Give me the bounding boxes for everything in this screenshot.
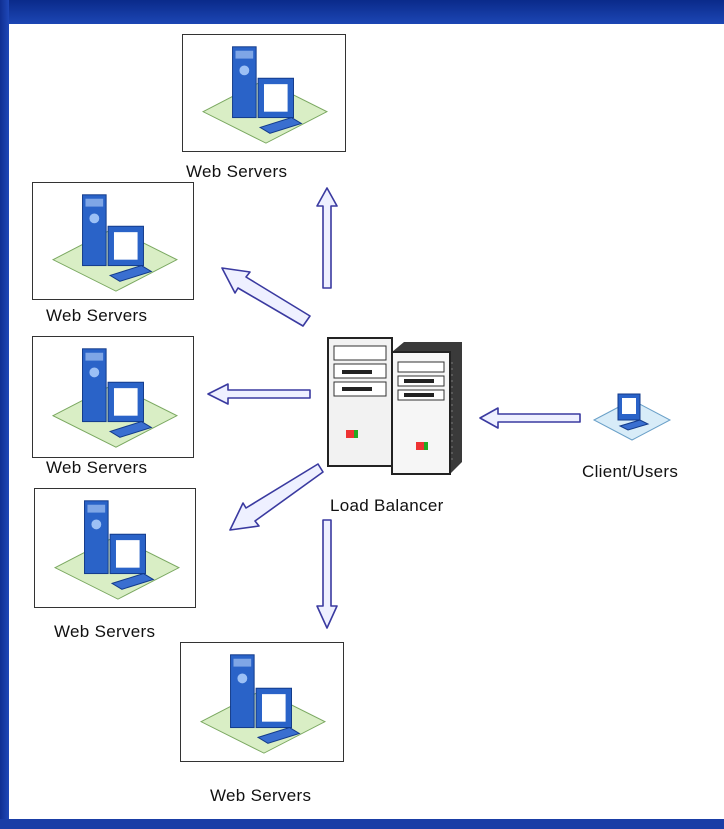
web-server-box [34,488,196,608]
web-server-box [32,182,194,300]
client-users-label: Client/Users [582,462,679,481]
web-servers-label: Web Servers [186,162,288,181]
web-server-box [32,336,194,458]
web-server-icon [53,500,181,600]
web-servers-label: Web Servers [46,458,148,477]
arrow-icon [229,463,324,531]
web-servers-label: Web Servers [54,622,156,641]
client-computer-icon [592,393,672,441]
web-servers-label: Web Servers [46,306,148,325]
arrow-icon [479,407,581,429]
arrow-icon [316,519,338,629]
web-servers-label: Web Servers [210,786,312,805]
arrow-icon [221,267,311,327]
window-left-border [0,0,9,829]
window-top-border [0,0,724,24]
load-balancer-icon [327,337,462,475]
window-bottom-border [0,819,724,829]
arrow-icon [316,187,338,289]
web-server-icon [51,194,178,292]
arrow-icon [207,383,311,405]
web-server-icon [199,654,327,754]
web-server-icon [201,46,329,144]
web-server-box [180,642,344,762]
load-balancer-label: Load Balancer [330,496,444,515]
web-server-icon [51,348,179,448]
web-server-box [182,34,346,152]
